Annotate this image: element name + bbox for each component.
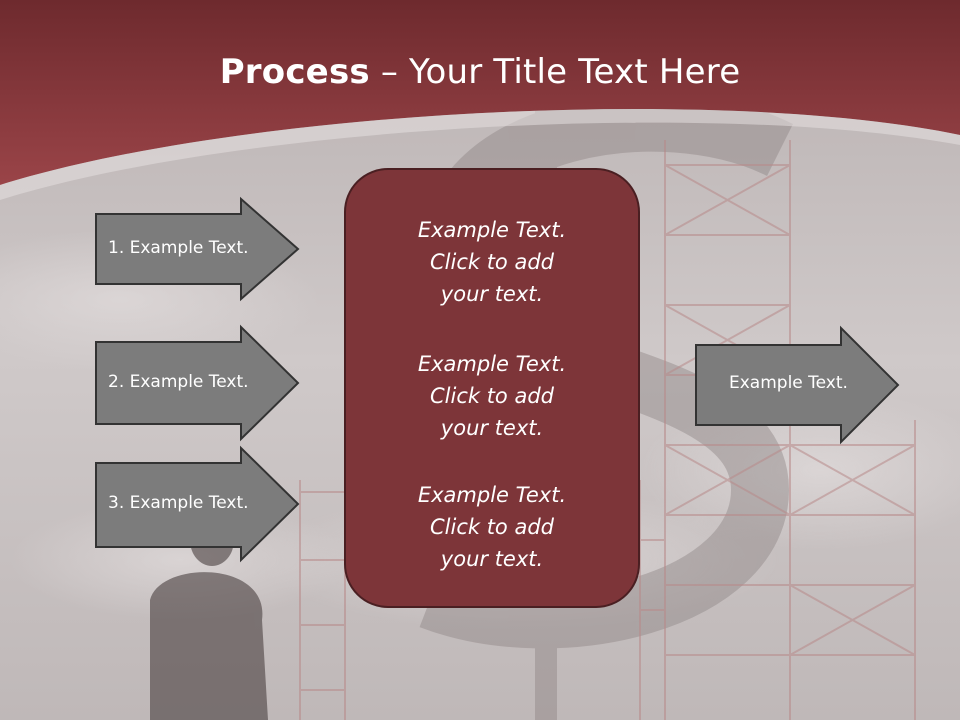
scaffolding bbox=[299, 140, 916, 720]
arrow-shape bbox=[95, 445, 300, 563]
arrow-label: 2. Example Text. bbox=[108, 372, 249, 392]
left-arrow-3[interactable]: 3. Example Text. bbox=[95, 445, 300, 563]
text-line: Example Text. bbox=[417, 483, 567, 507]
arrow-label: 3. Example Text. bbox=[108, 493, 249, 513]
text-line: your text. bbox=[440, 547, 544, 571]
arrow-shape bbox=[695, 325, 900, 445]
text-block-2[interactable]: Example Text. Click to add your text. bbox=[346, 348, 638, 444]
text-block-1[interactable]: Example Text. Click to add your text. bbox=[346, 214, 638, 310]
text-line: Click to add bbox=[429, 515, 554, 539]
arrow-shape bbox=[95, 196, 300, 302]
arrow-label: Example Text. bbox=[729, 373, 848, 393]
text-line: Example Text. bbox=[417, 352, 567, 376]
text-line: your text. bbox=[440, 282, 544, 306]
title-regular-part: – Your Title Text Here bbox=[369, 52, 741, 92]
text-block-3[interactable]: Example Text. Click to add your text. bbox=[346, 479, 638, 575]
arrow-label: 1. Example Text. bbox=[108, 238, 249, 258]
text-line: Click to add bbox=[429, 384, 554, 408]
left-arrow-1[interactable]: 1. Example Text. bbox=[95, 196, 300, 302]
left-arrow-2[interactable]: 2. Example Text. bbox=[95, 324, 300, 442]
title-bold-part: Process bbox=[219, 52, 370, 92]
header-swoosh bbox=[0, 108, 960, 200]
header-band bbox=[0, 0, 960, 185]
text-line: Click to add bbox=[429, 250, 554, 274]
arrow-shape bbox=[95, 324, 300, 442]
right-arrow[interactable]: Example Text. bbox=[695, 325, 900, 445]
text-line: Example Text. bbox=[417, 218, 567, 242]
text-line: your text. bbox=[440, 416, 544, 440]
center-text-box[interactable]: Example Text. Click to add your text. Ex… bbox=[344, 168, 640, 608]
slide-title[interactable]: Process – Your Title Text Here bbox=[0, 52, 960, 92]
